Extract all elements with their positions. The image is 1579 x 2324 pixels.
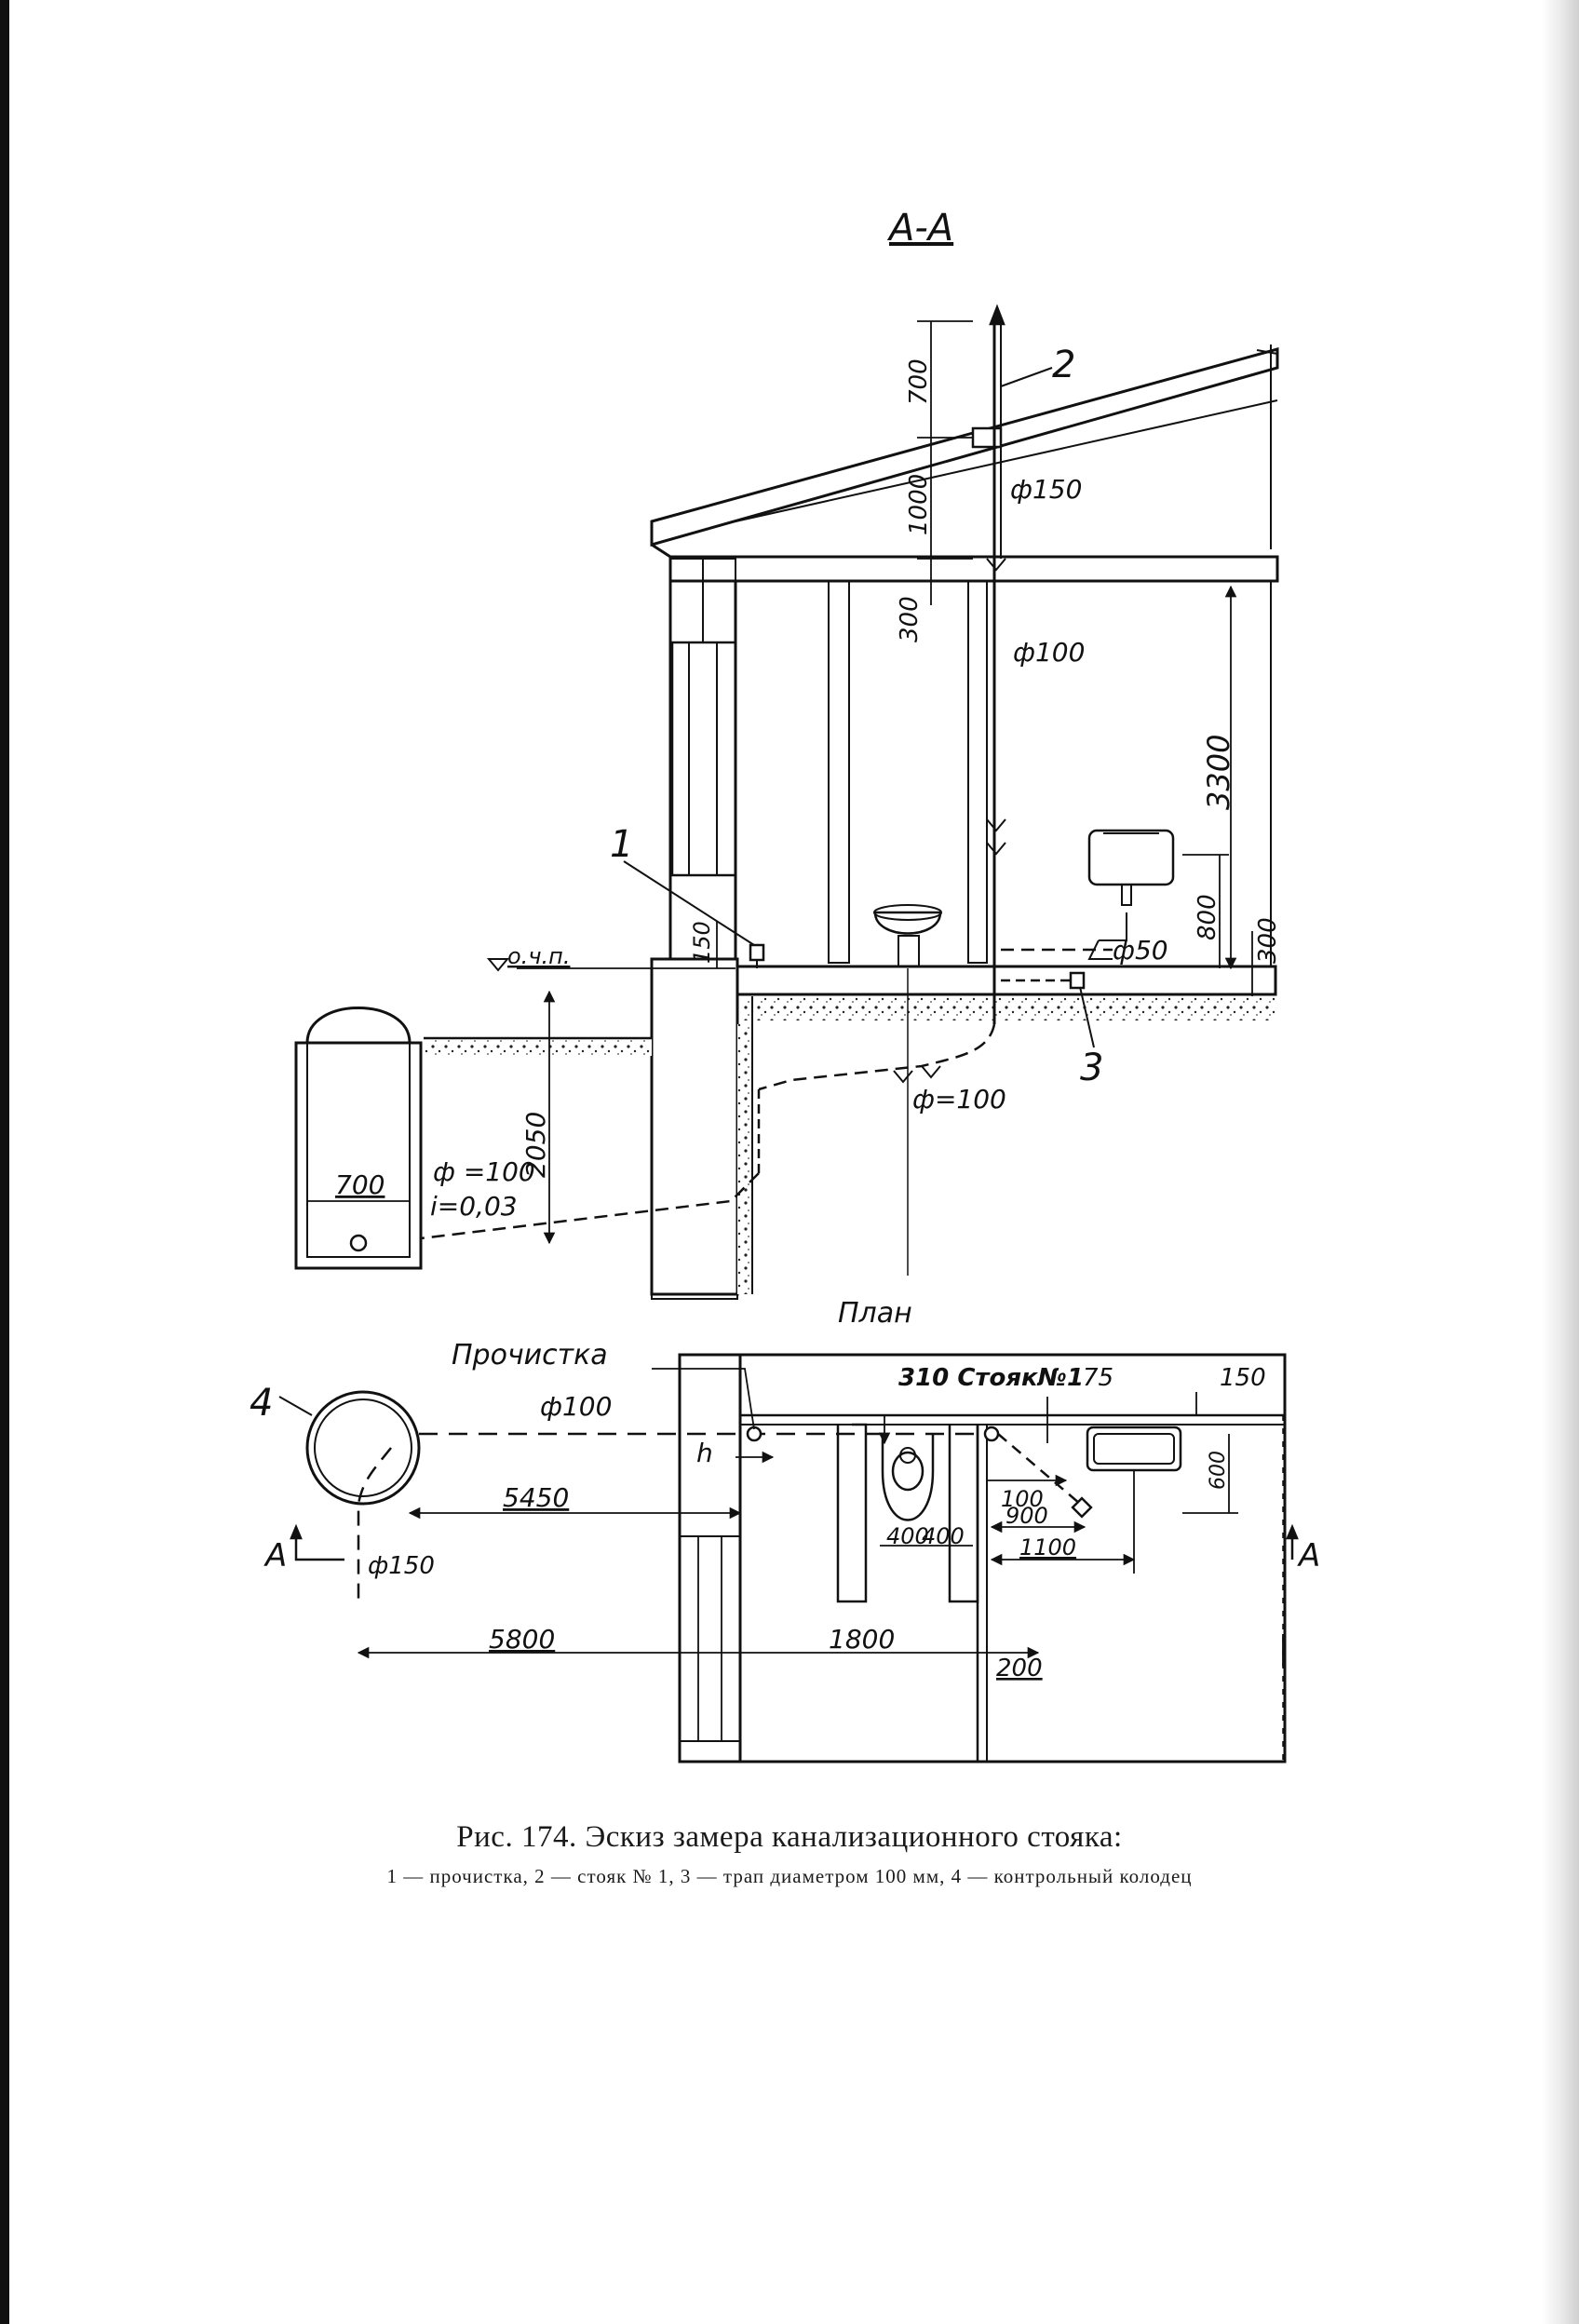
dim-2050: 2050 bbox=[520, 1112, 551, 1178]
dim-700-well: 700 bbox=[335, 1169, 385, 1200]
inspection-well bbox=[294, 1007, 423, 1270]
soil-yard bbox=[424, 1039, 652, 1056]
label-phi-eq100: ф=100 bbox=[912, 1084, 1006, 1115]
toilet-fixture bbox=[873, 904, 942, 1276]
figure-caption: Рис. 174. Эскиз замера канализационного … bbox=[0, 1820, 1579, 1888]
plan-dim-1800: 1800 bbox=[829, 1624, 895, 1655]
cleanout-leader bbox=[652, 1368, 755, 1430]
exterior-wall bbox=[651, 543, 672, 961]
callout-3: 3 bbox=[1080, 1047, 1103, 1089]
plan-section-a-left: А bbox=[263, 1537, 287, 1574]
plan-dim-5450: 5450 bbox=[503, 1482, 569, 1513]
dim-800: 800 bbox=[1194, 894, 1221, 940]
plan-dim-5800: 5800 bbox=[489, 1624, 555, 1655]
callout-4-leader bbox=[278, 1396, 313, 1416]
scan-right-edge bbox=[1542, 0, 1579, 2324]
label-well-pipe-phi: ф =100 bbox=[433, 1156, 535, 1187]
dim-1000: 1000 bbox=[905, 474, 933, 535]
wash-basin bbox=[1087, 829, 1175, 960]
plan-cleanout bbox=[746, 1425, 763, 1442]
plan-toilet bbox=[881, 1434, 935, 1521]
plan-dimensions bbox=[357, 1392, 1284, 1667]
plan-view bbox=[278, 1353, 1299, 1763]
floor-trap bbox=[1069, 971, 1086, 990]
caption-legend: 1 — прочистка, 2 — стояк № 1, 3 — трап д… bbox=[386, 1865, 1193, 1887]
plan-label-phi150: ф150 bbox=[368, 1552, 435, 1580]
callout-1: 1 bbox=[610, 823, 633, 866]
soil-wall bbox=[737, 1024, 752, 1294]
plan-dim-400a: 400 bbox=[886, 1523, 929, 1549]
dim-150: 150 bbox=[689, 921, 715, 964]
callout-3-leader bbox=[1079, 986, 1095, 1048]
window bbox=[670, 641, 737, 877]
plan-dim-400b: 400 bbox=[922, 1523, 965, 1549]
ceiling-slab bbox=[668, 555, 1279, 583]
dim-3300: 3300 bbox=[1201, 735, 1236, 810]
dim-300-ceiling: 300 bbox=[896, 596, 924, 642]
plan-dim-75: 75 bbox=[1083, 1364, 1113, 1392]
caption-title: Рис. 174. Эскиз замера канализационного … bbox=[456, 1820, 1123, 1854]
dim-700-top: 700 bbox=[905, 358, 933, 405]
plan-control-well bbox=[305, 1390, 421, 1506]
label-phi50: ф50 bbox=[1113, 935, 1168, 966]
label-phi100-riser: ф100 bbox=[1013, 637, 1085, 668]
scan-left-edge bbox=[0, 0, 9, 2324]
plan-callout-4: 4 bbox=[250, 1382, 273, 1425]
riser-2 bbox=[986, 304, 1006, 1024]
plan-floor-trap bbox=[1071, 1496, 1093, 1519]
plan-dim-150: 150 bbox=[1220, 1364, 1266, 1392]
callout-2-leader bbox=[1000, 367, 1053, 387]
drain-pipes bbox=[420, 948, 1113, 1240]
plan-dim-900: 900 bbox=[1005, 1503, 1048, 1529]
roof bbox=[650, 345, 1279, 549]
plan-dim-1100: 1100 bbox=[1019, 1534, 1076, 1561]
label-well-pipe-slope: i=0,03 bbox=[430, 1191, 518, 1222]
plan-dim-600: 600 bbox=[1207, 1451, 1230, 1490]
soil-under-floor bbox=[740, 996, 1275, 1020]
plan-title: План bbox=[838, 1297, 912, 1330]
foundation-wall bbox=[650, 957, 739, 1296]
cleanout-fitting bbox=[749, 943, 765, 968]
plan-sewer-lines bbox=[357, 1425, 1093, 1601]
section-title: А-А bbox=[886, 207, 953, 250]
plan-label-cleanout: Прочистка bbox=[452, 1339, 608, 1371]
plan-dim-h: h bbox=[696, 1438, 713, 1468]
section-marker-left bbox=[294, 1527, 344, 1561]
well-outlet bbox=[349, 1234, 368, 1252]
plan-dim-200: 200 bbox=[996, 1655, 1043, 1682]
label-floor-mark: о.ч.п. bbox=[507, 943, 570, 969]
plan-dim-310-riser: 310 Стояк№1 bbox=[898, 1364, 1084, 1392]
plan-section-a-right: А bbox=[1297, 1537, 1320, 1574]
plan-basin bbox=[1086, 1425, 1182, 1472]
plan-riser bbox=[983, 1425, 1000, 1442]
section-dimensions bbox=[307, 320, 1253, 1245]
plan-label-phi100: ф100 bbox=[540, 1391, 612, 1422]
section-view bbox=[294, 304, 1279, 1300]
dim-300-floor: 300 bbox=[1254, 917, 1282, 964]
callout-1-leader bbox=[623, 860, 755, 946]
callout-2: 2 bbox=[1052, 344, 1075, 386]
plan-dim-100: 100 bbox=[1001, 1486, 1044, 1512]
label-phi150-riser: ф150 bbox=[1010, 474, 1082, 505]
